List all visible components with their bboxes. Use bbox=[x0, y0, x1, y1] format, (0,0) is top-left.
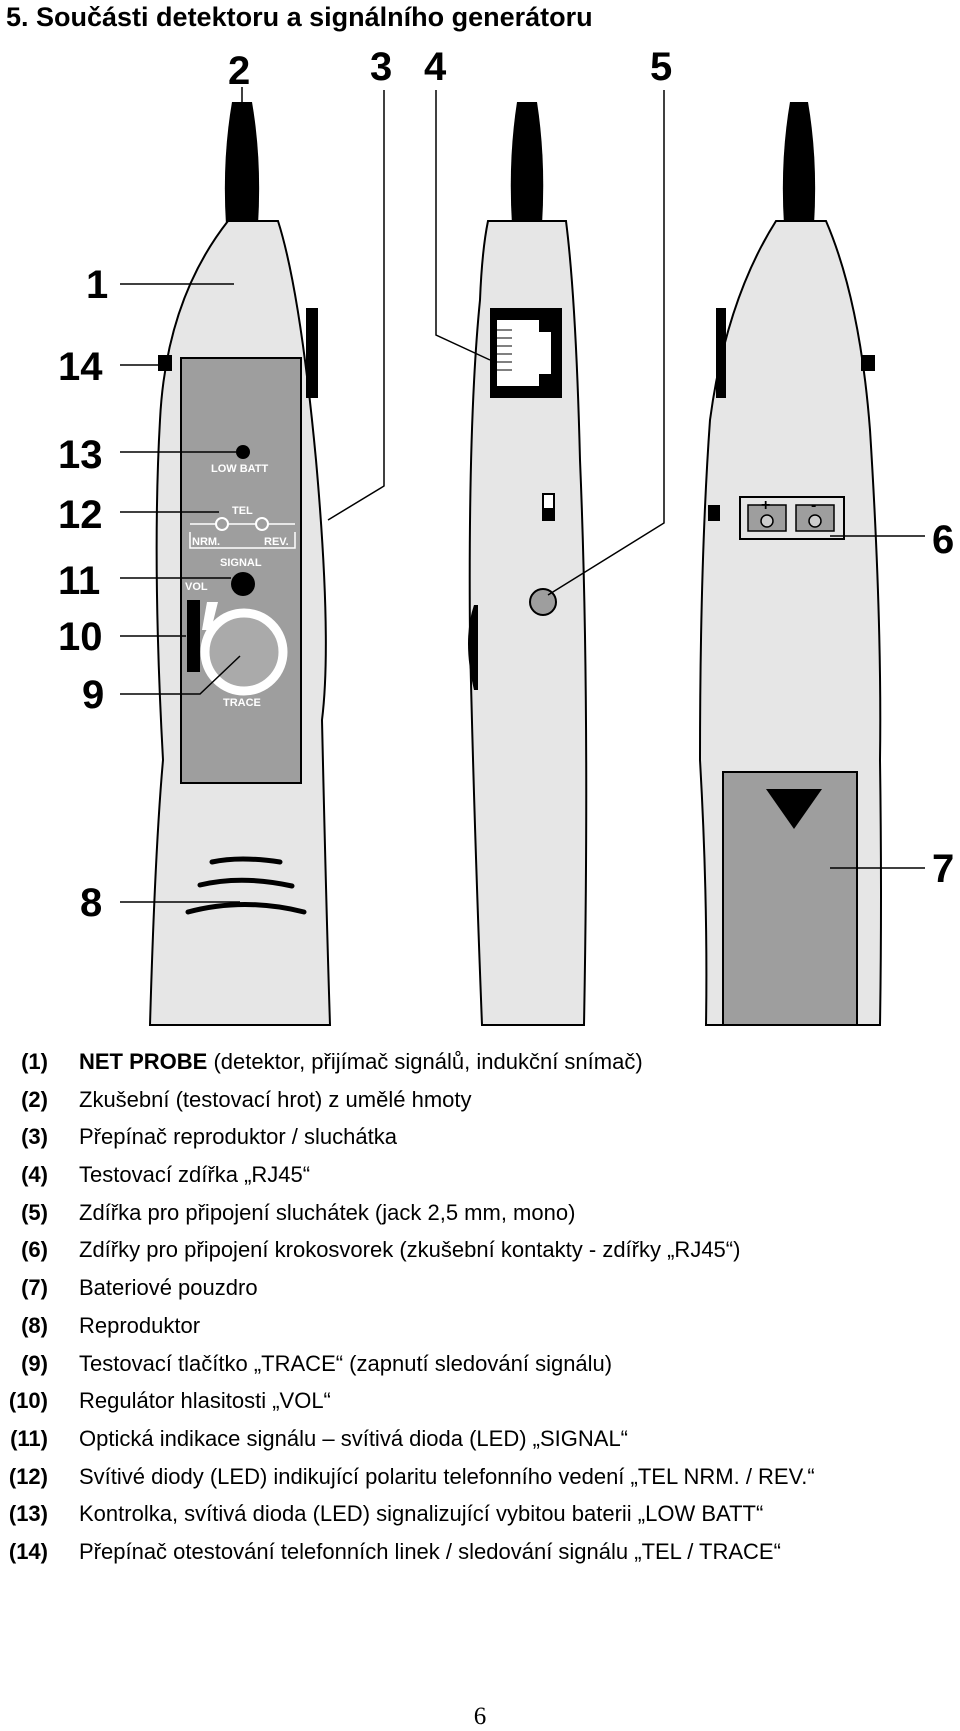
legend-term: NET PROBE bbox=[79, 1049, 208, 1074]
legend-text: Zdířka pro připojení sluchátek (jack 2,5… bbox=[79, 1199, 576, 1225]
probe-back-view: + - bbox=[698, 102, 882, 1026]
callout-10: 10 bbox=[58, 615, 103, 659]
callout-3: 3 bbox=[370, 45, 392, 89]
headphone-jack bbox=[529, 588, 557, 616]
callout-2: 2 bbox=[228, 49, 250, 93]
legend-text: Kontrolka, svítivá dioda (LED) signalizu… bbox=[79, 1501, 764, 1527]
probe-tip-front bbox=[224, 102, 260, 225]
callout-6: 6 bbox=[932, 518, 954, 562]
signal-led bbox=[231, 572, 255, 596]
legend-item: (6) Zdířky pro připojení krokosvorek (zku… bbox=[0, 1231, 960, 1269]
legend-number: (3) bbox=[21, 1124, 48, 1150]
callout-1: 1 bbox=[86, 263, 108, 307]
tel-rev-led bbox=[255, 517, 269, 531]
tel-label: TEL bbox=[232, 505, 253, 517]
tel-trace-switch bbox=[306, 308, 318, 398]
low-batt-label: LOW BATT bbox=[211, 463, 269, 475]
parts-legend: (1) NET PROBE (detektor, přijímač signálů… bbox=[0, 1043, 960, 1571]
legend-item: (12) Svítivé diody (LED) indikující polar… bbox=[0, 1458, 960, 1496]
signal-label: SIGNAL bbox=[220, 557, 262, 569]
callout-5: 5 bbox=[650, 45, 672, 89]
callout-11: 11 bbox=[58, 559, 100, 603]
leader-lines bbox=[120, 87, 925, 903]
volume-wheel-side bbox=[468, 605, 478, 690]
probe-front-view: LOW BATT TEL NRM. REV. SIGNAL VOL TRACE bbox=[148, 102, 332, 1026]
legend-item: (10) Regulátor hlasitosti „VOL“ bbox=[0, 1382, 960, 1420]
plus-sign: + bbox=[761, 497, 770, 514]
legend-text: Reproduktor bbox=[79, 1312, 201, 1338]
legend-number: (10) bbox=[8, 1388, 48, 1414]
switch-nub-14 bbox=[158, 355, 172, 371]
legend-item: (1) NET PROBE (detektor, přijímač signálů… bbox=[0, 1043, 960, 1081]
legend-number: (11) bbox=[10, 1425, 48, 1451]
legend-text: Zdířky pro připojení krokosvorek (zkušeb… bbox=[79, 1237, 741, 1263]
rev-label: REV. bbox=[264, 536, 289, 548]
legend-number: (1) bbox=[21, 1049, 48, 1074]
legend-text: Přepínač reproduktor / sluchátka bbox=[79, 1124, 397, 1150]
legend-number: (14) bbox=[8, 1538, 48, 1564]
legend-text: Optická indikace signálu – svítivá dioda… bbox=[79, 1425, 629, 1451]
legend-text: Regulátor hlasitosti „VOL“ bbox=[79, 1388, 331, 1414]
legend-item: (8) Reproduktor bbox=[0, 1307, 960, 1345]
legend-number: (8) bbox=[21, 1312, 48, 1338]
low-batt-led bbox=[236, 445, 250, 459]
minus-sign: - bbox=[811, 497, 816, 514]
legend-item: (2) Zkušební (testovací hrot) z umělé hmo… bbox=[0, 1081, 960, 1119]
legend-item: (14) Přepínač otestování telefonních line… bbox=[0, 1533, 960, 1571]
legend-item: (11) Optická indikace signálu – svítivá d… bbox=[0, 1420, 960, 1458]
legend-item: (3) Přepínač reproduktor / sluchátka bbox=[0, 1118, 960, 1156]
legend-item: (13) Kontrolka, svítivá dioda (LED) signa… bbox=[0, 1495, 960, 1533]
legend-number: (2) bbox=[21, 1086, 48, 1112]
callout-8: 8 bbox=[80, 881, 102, 925]
legend-number: (5) bbox=[21, 1199, 48, 1225]
probe-body-side bbox=[468, 220, 588, 1026]
battery-arrow bbox=[766, 789, 822, 829]
legend-text: Svítivé diody (LED) indikující polaritu … bbox=[79, 1463, 815, 1489]
vol-label: VOL bbox=[185, 581, 208, 593]
nrm-label: NRM. bbox=[192, 536, 220, 548]
callout-4: 4 bbox=[424, 45, 447, 89]
probe-tip-back bbox=[782, 102, 816, 225]
speaker-grille bbox=[185, 856, 307, 915]
legend-text: Testovací zdířka „RJ45“ bbox=[79, 1162, 311, 1188]
legend-item: (5) Zdířka pro připojení sluchátek (jack … bbox=[0, 1194, 960, 1232]
control-panel bbox=[180, 357, 302, 784]
legend-number: (4) bbox=[21, 1162, 48, 1188]
probe-tip-side bbox=[510, 102, 544, 225]
page-number: 6 bbox=[473, 1703, 487, 1730]
legend-number: (13) bbox=[8, 1501, 48, 1527]
legend-number: (9) bbox=[21, 1350, 48, 1376]
callouts: 2 3 4 5 1 14 13 12 11 10 9 8 6 7 bbox=[58, 45, 954, 925]
probe-diagram: LOW BATT TEL NRM. REV. SIGNAL VOL TRACE bbox=[58, 45, 954, 1026]
legend-item: (4) Testovací zdířka „RJ45“ bbox=[0, 1156, 960, 1194]
callout-12: 12 bbox=[58, 493, 103, 537]
legend-text: (detektor, přijímač signálů, indukční sn… bbox=[207, 1049, 643, 1074]
legend-number: (7) bbox=[21, 1275, 48, 1301]
legend-item: (7) Bateriové pouzdro bbox=[0, 1269, 960, 1307]
callout-9: 9 bbox=[82, 673, 104, 717]
page-heading: 5. Součásti detektoru a signálního gener… bbox=[6, 2, 593, 32]
legend-text: Testovací tlačítko „TRACE“ (zapnutí sled… bbox=[79, 1350, 613, 1376]
legend-text: Bateriové pouzdro bbox=[79, 1275, 258, 1301]
trace-button bbox=[200, 608, 288, 696]
tel-nrm-led bbox=[215, 517, 229, 531]
callout-14: 14 bbox=[58, 345, 103, 389]
volume-wheel bbox=[187, 600, 200, 672]
legend-number: (6) bbox=[21, 1237, 48, 1263]
legend-number: (12) bbox=[8, 1463, 48, 1489]
callout-7: 7 bbox=[932, 847, 954, 891]
legend-item: (9) Testovací tlačítko „TRACE“ (zapnutí s… bbox=[0, 1345, 960, 1383]
legend-text: Zkušební (testovací hrot) z umělé hmoty bbox=[79, 1086, 472, 1112]
probe-side-view bbox=[468, 102, 588, 1026]
trace-label: TRACE bbox=[223, 697, 261, 709]
callout-13: 13 bbox=[58, 433, 103, 477]
legend-text: Přepínač otestování telefonních linek / … bbox=[79, 1538, 781, 1564]
